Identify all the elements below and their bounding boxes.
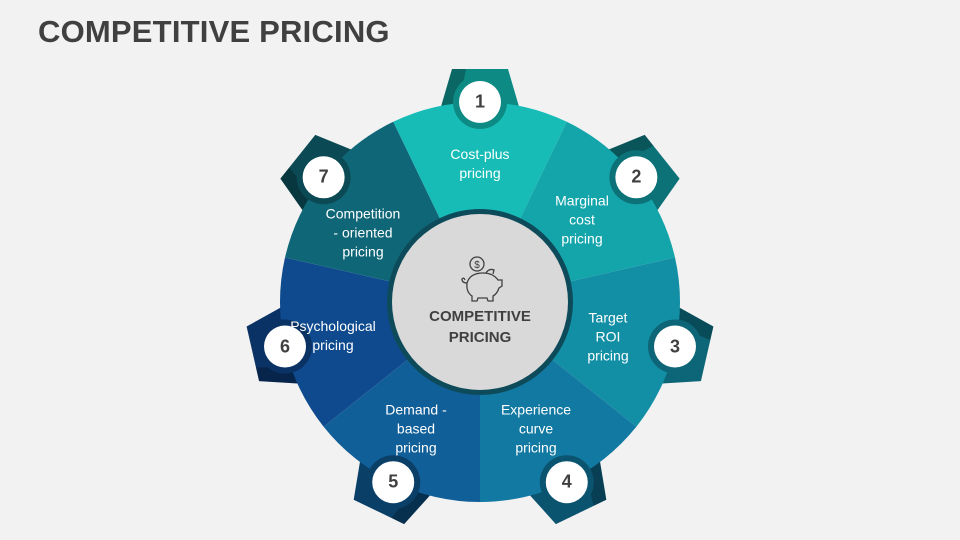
badge-circle-6 (264, 325, 307, 368)
badge-circle-3 (653, 325, 696, 368)
segment-label: Demand - based pricing (385, 401, 447, 456)
piggy-bank-dollar-icon: $ (461, 256, 503, 302)
center-label: COMPETITIVE PRICING (429, 308, 531, 346)
center-circle (392, 214, 568, 390)
badge-number: 3 (669, 336, 680, 356)
segment-label: Competition - oriented pricing (325, 205, 401, 260)
segment-1 (393, 102, 567, 302)
badge-number: 6 (279, 336, 290, 356)
page-title: COMPETITIVE PRICING (38, 14, 390, 49)
badge-circle-1 (459, 81, 501, 123)
badge-circle-4 (545, 461, 588, 504)
segment-label: Target ROI pricing (587, 309, 629, 364)
svg-text:$: $ (474, 260, 480, 271)
segment-label: Marginal cost pricing (555, 192, 609, 247)
badge-circle-2 (615, 156, 658, 199)
badge-number: 7 (318, 166, 329, 187)
badge-number: 5 (388, 471, 399, 492)
segment-label: Psychological pricing (290, 318, 376, 353)
badge-circle-7 (302, 156, 345, 199)
segment-label: Experience curve pricing (500, 401, 572, 456)
segment-label: Cost-plus pricing (450, 146, 510, 181)
badge-number: 1 (474, 91, 485, 112)
badge-number: 2 (631, 166, 642, 187)
badge-number: 4 (561, 471, 572, 492)
badge-circle-5 (372, 461, 415, 504)
